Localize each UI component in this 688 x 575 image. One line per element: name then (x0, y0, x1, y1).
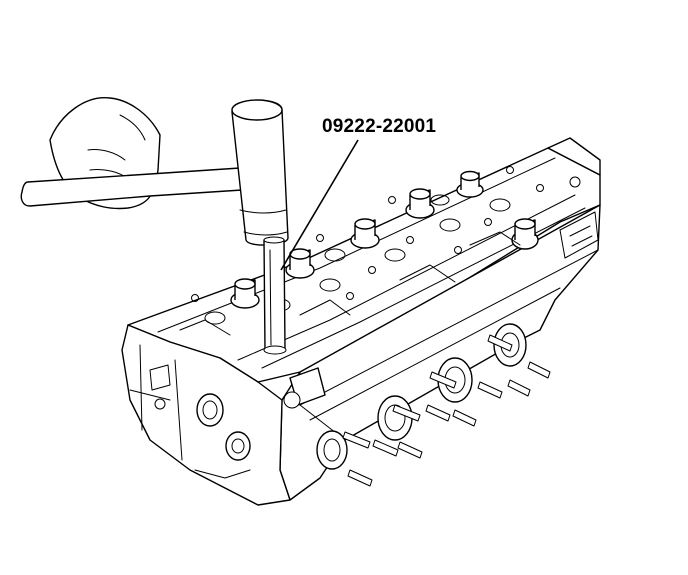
valve-guides (179, 166, 544, 336)
exhaust-studs (342, 334, 551, 487)
leader-line (280, 139, 359, 271)
valve-guide-driver (263, 236, 287, 355)
cylinder-head (121, 137, 601, 506)
tool-part-number-label: 09222-22001 (322, 116, 437, 137)
hammer (20, 99, 289, 246)
